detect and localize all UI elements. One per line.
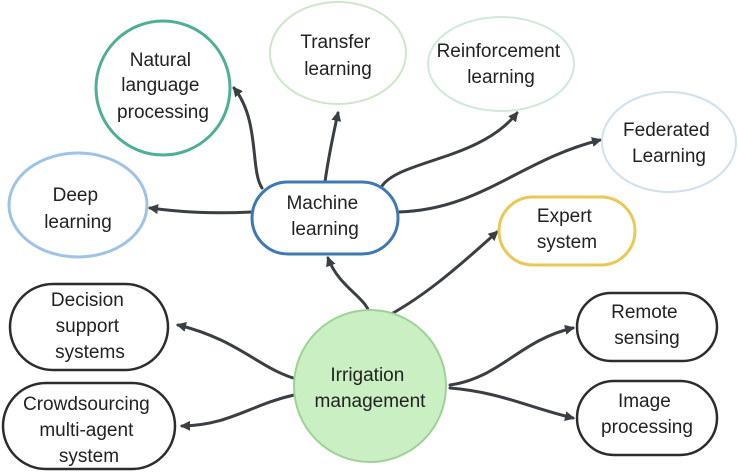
- node-label: Decision support systems: [51, 290, 129, 363]
- node-image-processing: Image processing: [575, 379, 719, 457]
- edge-ml-deep-learning: [148, 204, 254, 215]
- node-expert-system: Expert system: [497, 195, 637, 267]
- node-label: Machine learning: [286, 193, 363, 240]
- edge-irrigation-crowdsourcing: [180, 393, 296, 431]
- edge-ml-federated: [396, 137, 602, 214]
- node-natural-language-processing: Natural language processing: [94, 19, 232, 157]
- node-label: Transfer learning: [300, 32, 375, 80]
- edge-irrigation-image-processing: [448, 386, 575, 422]
- edges: [148, 86, 602, 431]
- edge-irrigation-expert-system: [378, 230, 499, 322]
- node-label: Natural language processing: [117, 50, 209, 123]
- edge-ml-transfer: [323, 111, 342, 184]
- node-machine-learning: Machine learning: [250, 180, 400, 256]
- node-label: Irrigation management: [315, 365, 427, 412]
- edge-irrigation-machine-learning: [326, 256, 372, 320]
- node-irrigation-management: Irrigation management: [293, 309, 447, 463]
- edge-irrigation-remote-sensing: [448, 324, 575, 387]
- node-label: Remote sensing: [611, 302, 683, 349]
- node-label: Federated Learning: [623, 120, 715, 167]
- node-crowdsourcing-multi-agent-system: Crowdsourcing multi-agent system: [1, 381, 177, 471]
- node-label: Crowdsourcing multi-agent system: [23, 394, 155, 467]
- node-decision-support-systems: Decision support systems: [8, 282, 170, 372]
- node-label: Deep learning: [44, 185, 112, 233]
- edge-ml-nlp: [232, 86, 264, 190]
- node-label: Reinforcement learning: [437, 41, 566, 88]
- node-label: Image processing: [601, 391, 693, 438]
- node-deep-learning: Deep learning: [7, 151, 149, 259]
- node-transfer-learning: Transfer learning: [269, 1, 407, 105]
- node-remote-sensing: Remote sensing: [575, 291, 719, 363]
- node-reinforcement-learning: Reinforcement learning: [427, 16, 575, 112]
- node-label: Expert system: [537, 206, 597, 253]
- edge-ml-reinforcement: [380, 111, 519, 188]
- node-federated-learning: Federated Learning: [601, 91, 737, 193]
- edge-irrigation-decision-support: [176, 322, 302, 382]
